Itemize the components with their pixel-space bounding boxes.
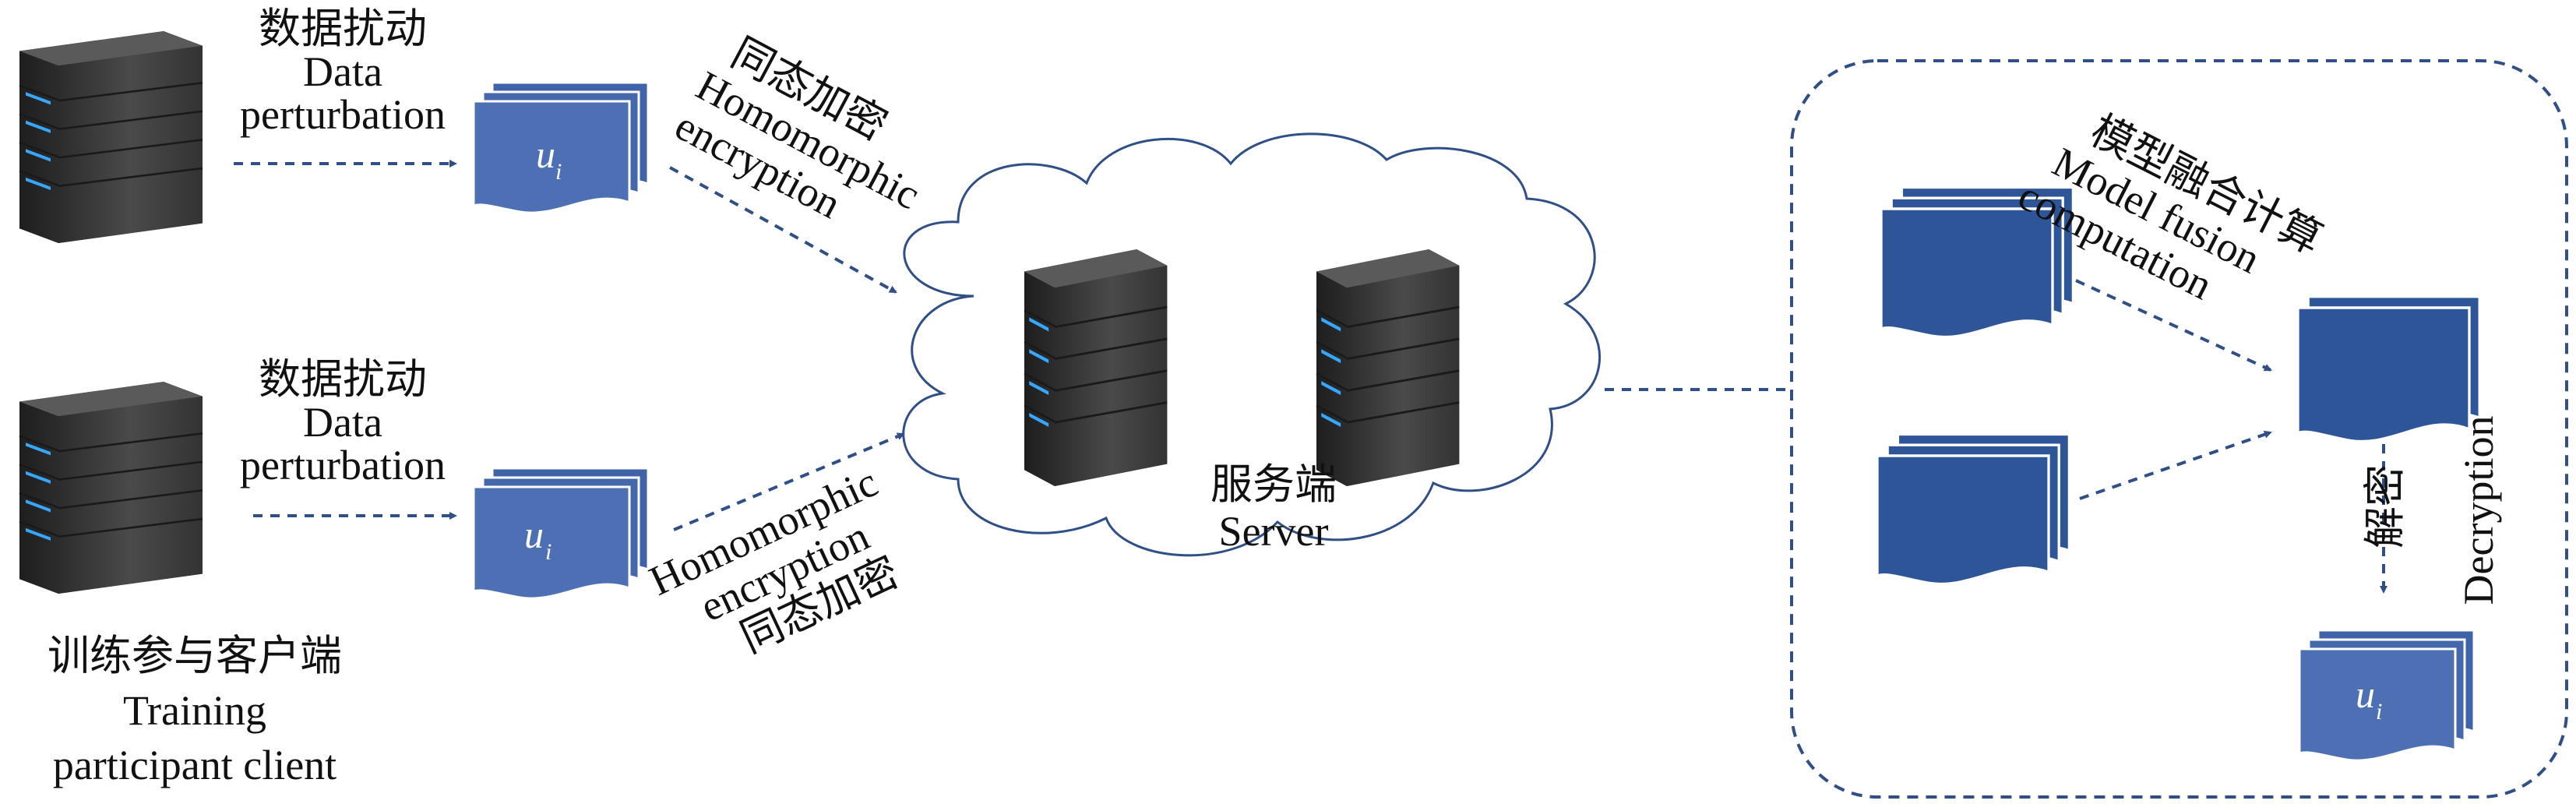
encryption-label-bottom: Homomorphic encryption 同态加密 [643, 458, 906, 661]
perturbation-label-en-1: Data [303, 399, 382, 446]
fusion-panel [1790, 59, 2568, 799]
encryption-arrow-bottom [673, 432, 905, 531]
server-label-en: Server [1219, 508, 1329, 555]
perturbation-label-en-1: Data [303, 48, 382, 95]
client-server-icon [18, 30, 204, 245]
decryption-label-en: Decryption [2455, 416, 2502, 605]
document-stack-icon: u i [472, 81, 650, 214]
document-u-sub: i [555, 159, 562, 185]
encryption-arrow-top [669, 166, 897, 294]
perturbation-label-cn: 数据扰动 [259, 5, 427, 52]
document-u: u [2356, 672, 2375, 716]
client-server-icon [18, 380, 204, 595]
perturbation-label-cn: 数据扰动 [259, 356, 427, 403]
document-u-sub: i [545, 539, 551, 565]
document-u-sub: i [2376, 699, 2382, 725]
perturbation-label-en-2: perturbation [240, 442, 446, 488]
document-stack-icon: u i [472, 467, 650, 600]
fused-document-icon [2296, 294, 2481, 443]
document-u: u [536, 132, 555, 176]
document-u: u [524, 513, 544, 556]
document-stack-icon [1876, 432, 2071, 586]
server-tower-icon [1315, 248, 1461, 488]
decryption-label-cn: 解密 [2362, 464, 2409, 548]
client-label-en-2: participant client [53, 742, 337, 788]
server-label-cn: 服务端 [1210, 461, 1337, 508]
perturbation-label-en-2: perturbation [240, 91, 446, 138]
fusion-arrow-top [2075, 279, 2272, 372]
server-tower-icon [1023, 248, 1168, 488]
fusion-arrow-bottom [2079, 430, 2272, 500]
client-label-en-1: Training [123, 687, 266, 734]
client-label-cn: 训练参与客户端 [48, 633, 342, 679]
encryption-label-top: 同态加密 Homomorphic encryption [668, 30, 927, 227]
document-stack-icon: u i [2298, 629, 2476, 762]
